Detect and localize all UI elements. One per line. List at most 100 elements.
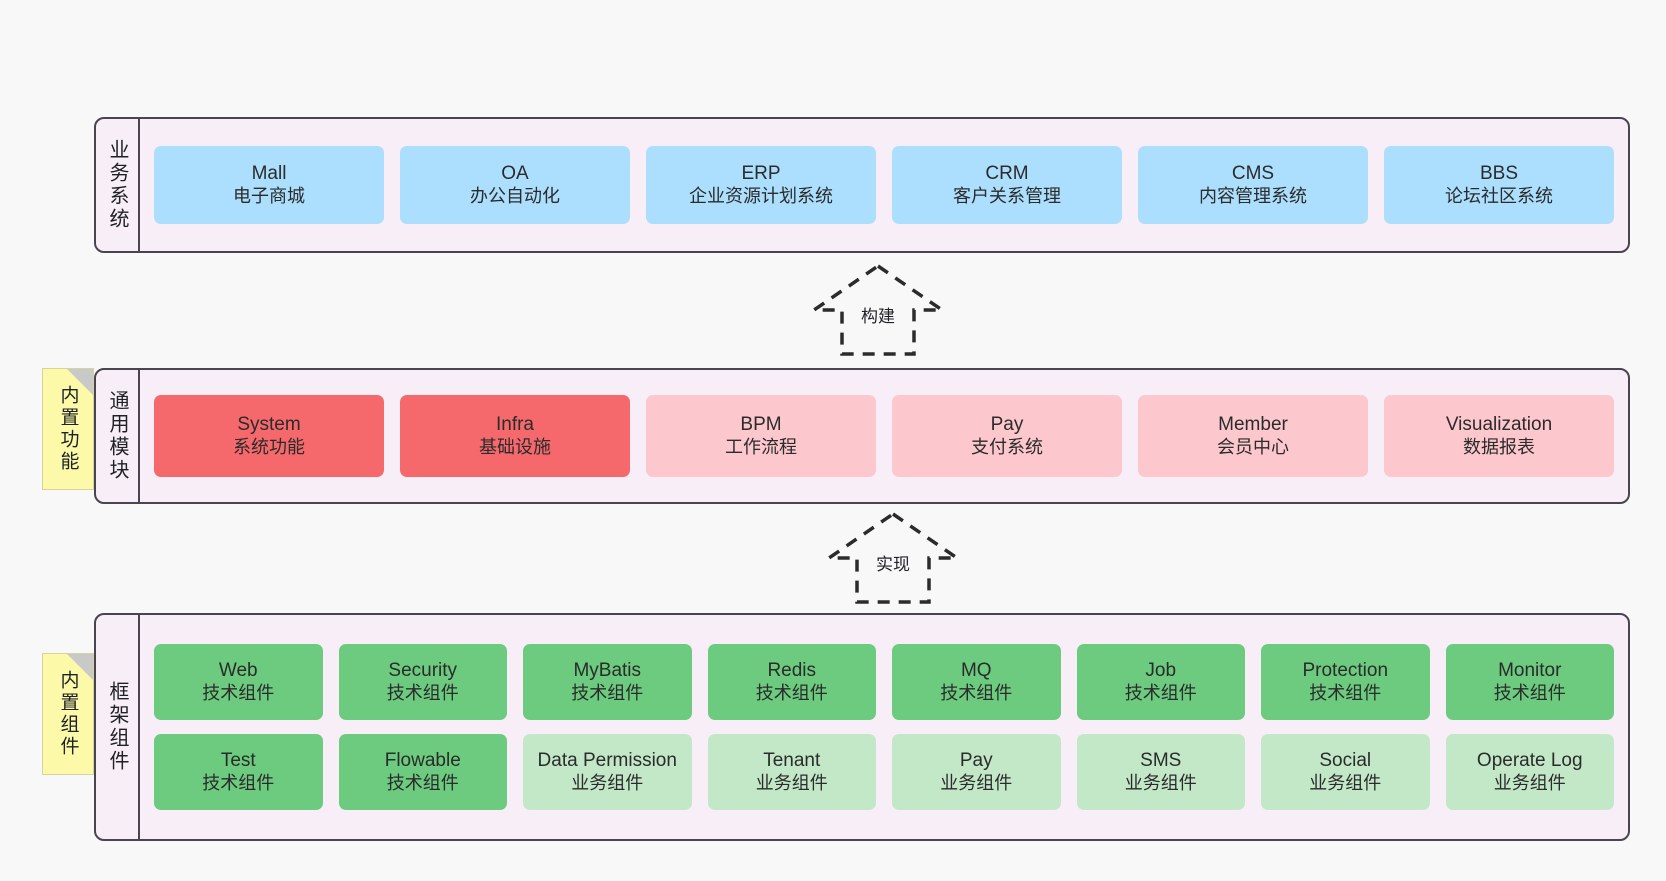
framework-box-security-desc: 技术组件 bbox=[386, 682, 459, 703]
framework-box-redis[interactable]: Redis 技术组件 bbox=[707, 644, 876, 720]
note-builtin-features: 内置功能 bbox=[42, 368, 94, 490]
framework-box-social[interactable]: Social 业务组件 bbox=[1261, 734, 1430, 810]
framework-box-pay[interactable]: Pay 业务组件 bbox=[892, 734, 1061, 810]
framework-box-test[interactable]: Test 技术组件 bbox=[154, 734, 323, 810]
framework-box-monitor-title: Monitor bbox=[1498, 660, 1562, 682]
framework-box-flowable-desc: 技术组件 bbox=[386, 772, 459, 793]
note-fold-corner-icon bbox=[67, 654, 93, 680]
framework-box-operate-log-desc: 业务组件 bbox=[1493, 772, 1566, 793]
module-box-system-desc: 系统功能 bbox=[233, 436, 305, 457]
framework-box-mq[interactable]: MQ 技术组件 bbox=[892, 644, 1061, 720]
note-builtin-components-text: 内置组件 bbox=[57, 670, 79, 758]
business-box-crm[interactable]: CRM 客户关系管理 bbox=[892, 146, 1122, 224]
framework-layer-body: Web 技术组件 Security 技术组件 MyBatis 技术组件 Redi… bbox=[140, 615, 1628, 839]
framework-box-sms[interactable]: SMS 业务组件 bbox=[1076, 734, 1245, 810]
framework-box-protection-title: Protection bbox=[1302, 660, 1389, 682]
module-box-visualization-title: Visualization bbox=[1445, 414, 1553, 436]
framework-box-mq-desc: 技术组件 bbox=[940, 682, 1013, 703]
business-box-crm-title: CRM bbox=[985, 163, 1029, 185]
framework-layer-label: 框架组件 bbox=[96, 615, 140, 839]
module-box-pay-title: Pay bbox=[990, 414, 1024, 436]
framework-box-web[interactable]: Web 技术组件 bbox=[154, 644, 323, 720]
framework-box-redis-desc: 技术组件 bbox=[755, 682, 828, 703]
module-layer-label: 通用模块 bbox=[96, 370, 140, 502]
module-box-visualization-desc: 数据报表 bbox=[1463, 436, 1535, 457]
framework-box-protection[interactable]: Protection 技术组件 bbox=[1261, 644, 1430, 720]
business-box-mall-desc: 电子商城 bbox=[233, 185, 305, 206]
common-module-layer: 通用模块 System 系统功能 Infra 基础设施 BPM 工作流程 Pay bbox=[94, 368, 1630, 504]
framework-box-tenant-title: Tenant bbox=[763, 750, 821, 772]
module-box-member[interactable]: Member 会员中心 bbox=[1138, 395, 1368, 477]
framework-box-data-permission-title: Data Permission bbox=[537, 750, 677, 772]
framework-box-flowable-title: Flowable bbox=[384, 750, 461, 772]
framework-box-social-desc: 业务组件 bbox=[1309, 772, 1382, 793]
framework-box-job-title: Job bbox=[1145, 660, 1177, 682]
note-fold-corner-icon bbox=[67, 369, 93, 395]
framework-box-test-title: Test bbox=[220, 750, 256, 772]
module-box-infra[interactable]: Infra 基础设施 bbox=[400, 395, 630, 477]
connector-build: 构建 bbox=[803, 262, 953, 358]
framework-box-social-title: Social bbox=[1319, 750, 1372, 772]
business-box-crm-desc: 客户关系管理 bbox=[953, 185, 1061, 206]
business-box-oa-desc: 办公自动化 bbox=[470, 185, 560, 206]
framework-box-mybatis[interactable]: MyBatis 技术组件 bbox=[523, 644, 692, 720]
module-box-pay[interactable]: Pay 支付系统 bbox=[892, 395, 1122, 477]
framework-box-operate-log-title: Operate Log bbox=[1476, 750, 1583, 772]
business-box-cms-desc: 内容管理系统 bbox=[1199, 185, 1307, 206]
business-box-cms-title: CMS bbox=[1231, 163, 1275, 185]
business-box-cms[interactable]: CMS 内容管理系统 bbox=[1138, 146, 1368, 224]
business-box-bbs-title: BBS bbox=[1479, 163, 1519, 185]
framework-box-security-title: Security bbox=[388, 660, 458, 682]
framework-box-pay-title: Pay bbox=[959, 750, 993, 772]
connector-implement-label: 实现 bbox=[876, 555, 910, 574]
framework-box-tenant-desc: 业务组件 bbox=[755, 772, 828, 793]
framework-box-monitor-desc: 技术组件 bbox=[1493, 682, 1566, 703]
module-box-system[interactable]: System 系统功能 bbox=[154, 395, 384, 477]
module-box-pay-desc: 支付系统 bbox=[971, 436, 1043, 457]
business-system-layer: 业务系统 Mall 电子商城 OA 办公自动化 ERP 企业资源计划系统 CRM bbox=[94, 117, 1630, 253]
module-box-bpm-title: BPM bbox=[740, 414, 782, 436]
business-box-oa-title: OA bbox=[501, 163, 529, 185]
business-box-erp[interactable]: ERP 企业资源计划系统 bbox=[646, 146, 876, 224]
module-layer-row: System 系统功能 Infra 基础设施 BPM 工作流程 Pay 支付系统… bbox=[154, 395, 1614, 477]
framework-box-job[interactable]: Job 技术组件 bbox=[1076, 644, 1245, 720]
business-box-erp-title: ERP bbox=[741, 163, 781, 185]
framework-box-protection-desc: 技术组件 bbox=[1309, 682, 1382, 703]
business-box-oa[interactable]: OA 办公自动化 bbox=[400, 146, 630, 224]
business-layer-label: 业务系统 bbox=[96, 119, 140, 251]
framework-box-monitor[interactable]: Monitor 技术组件 bbox=[1445, 644, 1614, 720]
framework-box-web-title: Web bbox=[218, 660, 258, 682]
business-layer-row: Mall 电子商城 OA 办公自动化 ERP 企业资源计划系统 CRM 客户关系… bbox=[154, 146, 1614, 224]
business-box-mall[interactable]: Mall 电子商城 bbox=[154, 146, 384, 224]
module-box-visualization[interactable]: Visualization 数据报表 bbox=[1384, 395, 1614, 477]
framework-box-job-desc: 技术组件 bbox=[1124, 682, 1197, 703]
framework-box-operate-log[interactable]: Operate Log 业务组件 bbox=[1445, 734, 1614, 810]
framework-box-mq-title: MQ bbox=[960, 660, 992, 682]
framework-box-mybatis-desc: 技术组件 bbox=[571, 682, 644, 703]
business-box-erp-desc: 企业资源计划系统 bbox=[689, 185, 833, 206]
framework-layer-row-2: Test 技术组件 Flowable 技术组件 Data Permission … bbox=[154, 734, 1614, 810]
module-box-infra-desc: 基础设施 bbox=[479, 436, 551, 457]
business-layer-body: Mall 电子商城 OA 办公自动化 ERP 企业资源计划系统 CRM 客户关系… bbox=[140, 119, 1628, 251]
module-box-member-title: Member bbox=[1218, 414, 1288, 436]
framework-box-mybatis-title: MyBatis bbox=[573, 660, 642, 682]
framework-box-flowable[interactable]: Flowable 技术组件 bbox=[338, 734, 507, 810]
framework-component-layer: 框架组件 Web 技术组件 Security 技术组件 MyBatis 技术组件… bbox=[94, 613, 1630, 841]
module-box-member-desc: 会员中心 bbox=[1217, 436, 1289, 457]
framework-box-test-desc: 技术组件 bbox=[202, 772, 275, 793]
framework-box-web-desc: 技术组件 bbox=[202, 682, 275, 703]
framework-box-security[interactable]: Security 技术组件 bbox=[338, 644, 507, 720]
framework-box-data-permission-desc: 业务组件 bbox=[571, 772, 644, 793]
connector-build-label: 构建 bbox=[861, 307, 895, 326]
note-builtin-components: 内置组件 bbox=[42, 653, 94, 775]
note-builtin-features-text: 内置功能 bbox=[57, 385, 79, 473]
framework-box-data-permission[interactable]: Data Permission 业务组件 bbox=[523, 734, 692, 810]
framework-box-tenant[interactable]: Tenant 业务组件 bbox=[707, 734, 876, 810]
module-box-bpm-desc: 工作流程 bbox=[725, 436, 797, 457]
business-box-bbs[interactable]: BBS 论坛社区系统 bbox=[1384, 146, 1614, 224]
module-box-bpm[interactable]: BPM 工作流程 bbox=[646, 395, 876, 477]
framework-box-sms-desc: 业务组件 bbox=[1124, 772, 1197, 793]
business-box-mall-title: Mall bbox=[251, 163, 287, 185]
framework-box-sms-title: SMS bbox=[1140, 750, 1182, 772]
